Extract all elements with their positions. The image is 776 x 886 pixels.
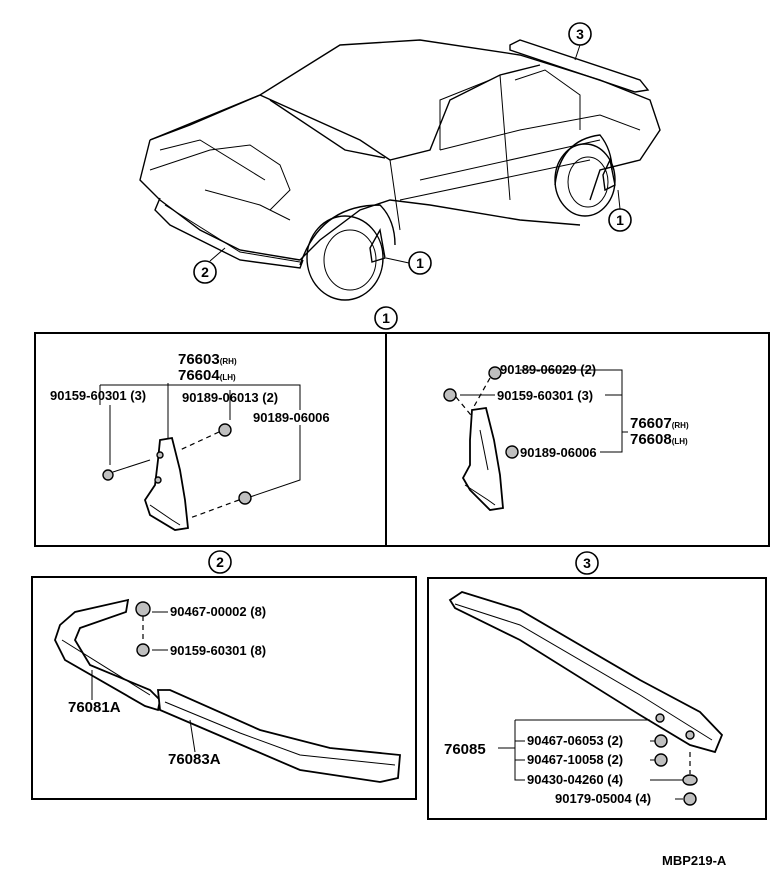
label-90189-06006-right: 90189-06006	[520, 445, 597, 460]
label-76603: 76603(RH)	[178, 351, 237, 368]
label-90189-06006-left: 90189-06006	[253, 410, 330, 425]
panel-3-frame	[427, 577, 767, 820]
label-76604: 76604(LH)	[178, 367, 236, 384]
label-90467-00002: 90467-00002 (8)	[170, 604, 266, 619]
callout-2-section	[208, 550, 232, 574]
callout-2-car	[193, 260, 217, 284]
car-illustration	[139, 39, 661, 301]
nut-90179-05004	[683, 792, 697, 806]
label-76083A: 76083A	[168, 751, 221, 768]
washer-90430-04260	[682, 774, 698, 786]
label-90430-04260: 90430-04260 (4)	[527, 772, 623, 787]
mudguard-rear	[461, 406, 504, 511]
spoiler-76081A	[54, 598, 161, 712]
screw-90159-p2	[136, 643, 150, 657]
mudguard-front	[144, 436, 189, 531]
screw-90159-left	[102, 469, 114, 481]
panel-3: 76085 90467-06053 (2) 90467-10058 (2) 90…	[444, 591, 724, 806]
callout-3-section-label: 3	[583, 555, 591, 571]
clip-90189-06013	[218, 423, 232, 437]
callout-2-car-label: 2	[201, 264, 209, 280]
drawing-code: MBP219-A	[662, 853, 727, 868]
label-76607: 76607(RH)	[630, 415, 689, 432]
callout-2-section-label: 2	[216, 554, 224, 570]
panel-1-right: 90189-06029 (2) 90159-60301 (3) 90189-06…	[443, 362, 689, 511]
panel-1-frame	[34, 332, 770, 547]
callout-3-car-label: 3	[576, 26, 584, 42]
label-76608: 76608(LH)	[630, 431, 688, 448]
clip-90189-06029	[488, 366, 502, 380]
nut-90467-06053	[654, 734, 668, 748]
label-76085: 76085	[444, 741, 486, 758]
panel-2: 90467-00002 (8) 90159-60301 (8) 76081A 7…	[54, 598, 401, 783]
label-90179-05004: 90179-05004 (4)	[555, 791, 651, 806]
label-90467-06053: 90467-06053 (2)	[527, 733, 623, 748]
label-90467-10058: 90467-10058 (2)	[527, 752, 623, 767]
clip-90189-06006-left	[238, 491, 252, 505]
callout-1-section	[374, 306, 398, 330]
nut-90467-10058	[654, 753, 668, 767]
callout-3-section	[575, 551, 599, 575]
label-90159-60301-right: 90159-60301 (3)	[497, 388, 593, 403]
clip-90189-06006-right	[505, 445, 519, 459]
rear-spoiler-76085	[448, 591, 724, 754]
label-76081A: 76081A	[68, 699, 121, 716]
panel-1-left: 76603(RH) 76604(LH) 90159-60301 (3) 9018…	[50, 351, 330, 531]
panel-2-frame	[31, 576, 417, 800]
spoiler-76083A	[157, 689, 401, 783]
nut-90467-00002	[135, 601, 151, 617]
callout-1-section-label: 1	[382, 310, 390, 326]
callout-1-car-rear-label: 1	[616, 212, 624, 228]
screw-90159-right	[443, 388, 457, 402]
callout-1-car-front-label: 1	[416, 255, 424, 271]
label-90159-60301-p2: 90159-60301 (8)	[170, 643, 266, 658]
label-90159-60301-left: 90159-60301 (3)	[50, 388, 146, 403]
